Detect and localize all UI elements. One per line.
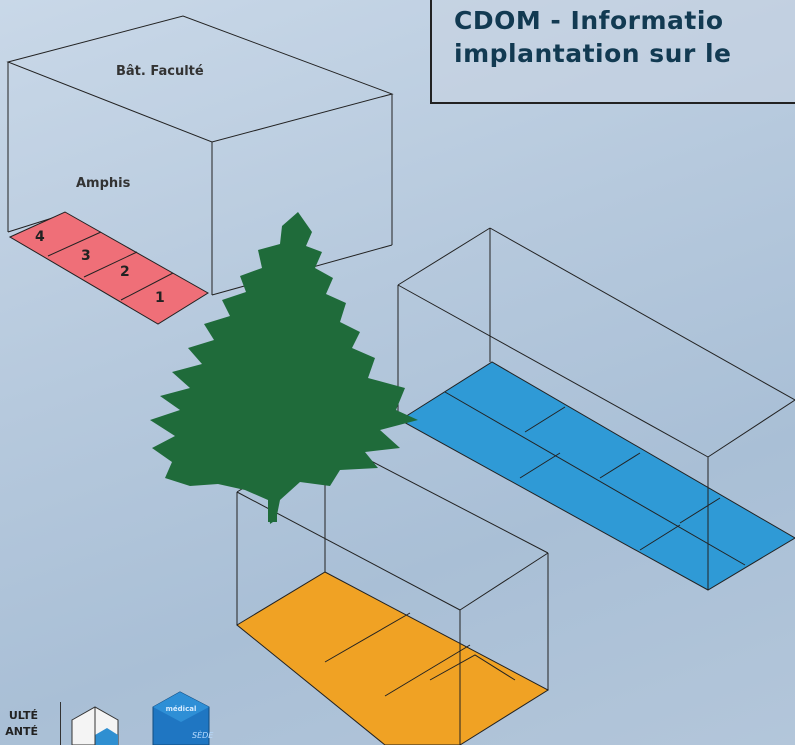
logo-text-line-1: ULTÉ [8,709,38,722]
amphis-label: Amphis [76,176,131,191]
logo-cube-icon [71,706,119,745]
logo-divider [60,702,61,745]
amphi-number: 4 [35,229,45,245]
blue-building [397,227,795,591]
faculty-building-label: Bât. Faculté [116,64,204,79]
title-line-2: implantation sur le [454,39,732,68]
amphis-block [8,211,209,325]
logo-text-line-2: ANTÉ [5,725,38,738]
logo-badge-side: SÈDE [192,729,214,740]
tree [150,212,418,524]
amphi-number: 3 [81,248,91,264]
logo-badge-label: médical [166,705,197,713]
amphi-number: 1 [155,290,165,306]
logo-text: ULTÉ ANTÉ [0,708,38,740]
amphi-number: 2 [120,264,130,280]
title-line-1: CDOM - Informatio [454,6,724,35]
amphi-numbers: 4 3 2 1 [35,229,165,306]
logo-badge-icon [152,691,210,745]
title-box: CDOM - Informatio implantation sur le [430,0,795,104]
